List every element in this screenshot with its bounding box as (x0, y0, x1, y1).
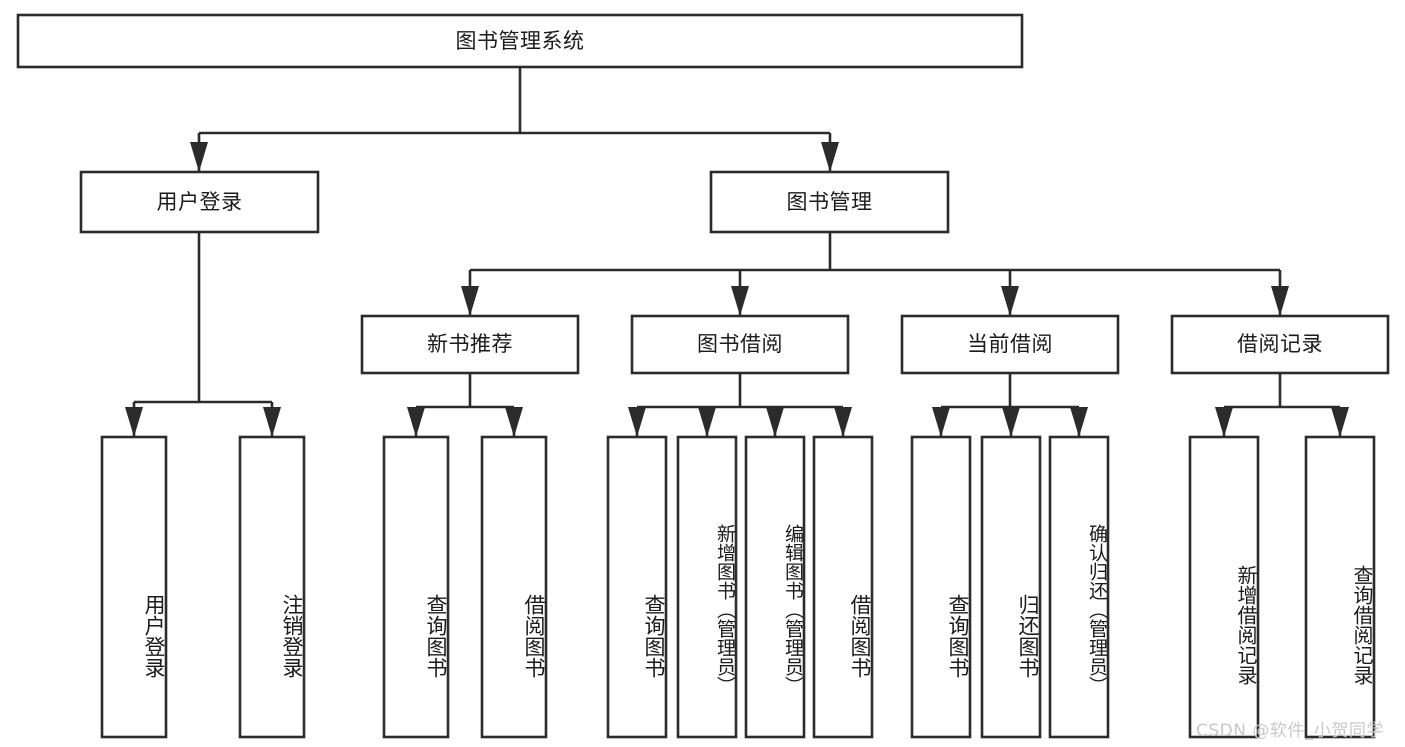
arrow-current-2-icon (1070, 407, 1088, 437)
node-box-leaf-cur-return[interactable] (980, 435, 1042, 739)
node-box-root[interactable] (16, 13, 1024, 69)
node-box-leaf-cur-confirm[interactable] (1048, 435, 1110, 739)
arrow-user-0-icon (125, 407, 143, 437)
arrow-record-1-icon (1331, 407, 1349, 437)
arrow-current-0-icon (932, 407, 950, 437)
edges-layer (125, 67, 1349, 437)
node-box-l3-new[interactable] (360, 314, 580, 375)
node-box-leaf-new-query[interactable] (382, 435, 450, 739)
node-box-leaf-br-edit[interactable] (744, 435, 806, 739)
arrow-root-to-book-icon (821, 142, 839, 172)
node-box-leaf-user-login[interactable] (100, 435, 168, 739)
arrow-borrow-2-icon (766, 407, 784, 437)
arrow-book-2-icon (1001, 286, 1019, 316)
arrow-book-1-icon (731, 286, 749, 316)
arrow-user-1-icon (263, 407, 281, 437)
node-box-leaf-br-lend[interactable] (812, 435, 874, 739)
arrow-new-0-icon (407, 407, 425, 437)
arrow-borrow-0-icon (628, 407, 646, 437)
arrow-borrow-1-icon (698, 407, 716, 437)
node-box-leaf-br-add[interactable] (676, 435, 738, 739)
node-box-leaf-br-query[interactable] (606, 435, 668, 739)
node-box-l2-book[interactable] (709, 170, 950, 234)
node-box-leaf-rec-query[interactable] (1304, 435, 1376, 739)
arrow-current-1-icon (1002, 407, 1020, 437)
node-box-l2-user[interactable] (79, 170, 320, 234)
node-box-leaf-user-logout[interactable] (238, 435, 306, 739)
node-box-leaf-rec-add[interactable] (1188, 435, 1260, 739)
node-box-leaf-cur-query[interactable] (910, 435, 972, 739)
arrow-book-3-icon (1271, 286, 1289, 316)
node-box-l3-current[interactable] (900, 314, 1120, 375)
arrow-book-0-icon (461, 286, 479, 316)
arrow-borrow-3-icon (834, 407, 852, 437)
node-box-l3-record[interactable] (1170, 314, 1390, 375)
arrow-root-to-user-icon (190, 142, 208, 172)
arrow-record-0-icon (1215, 407, 1233, 437)
node-box-leaf-new-borrow[interactable] (480, 435, 548, 739)
boxes-layer (16, 13, 1390, 739)
arrow-new-1-icon (505, 407, 523, 437)
node-box-l3-borrow[interactable] (630, 314, 850, 375)
